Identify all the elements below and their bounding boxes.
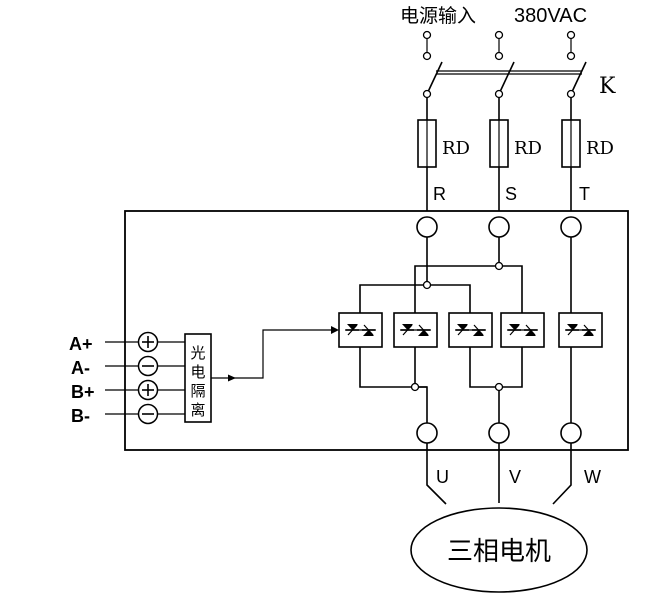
- fuse-r: [417, 119, 437, 168]
- thyristor-module-2: [393, 312, 438, 348]
- terminal-w: [560, 422, 582, 444]
- minus-terminal-icon: [137, 403, 159, 425]
- terminal-v: [488, 422, 510, 444]
- voltage-label: 380VAC: [514, 5, 587, 27]
- input-terminal-group: [422, 30, 576, 61]
- control-label-a-plus: A+: [69, 334, 93, 354]
- isolator-char-2: 电: [190, 363, 205, 381]
- control-label-b-plus: B+: [71, 382, 95, 402]
- phase-label-t: T: [579, 184, 590, 204]
- phase-label-r: R: [433, 184, 446, 204]
- plus-terminal-icon: [137, 331, 159, 353]
- fuse-s: [489, 119, 509, 168]
- thyristor-module-4: [500, 312, 545, 348]
- power-input-label: 电源输入: [400, 5, 476, 27]
- phase-label-w: W: [584, 467, 601, 487]
- motor-leads: [426, 443, 572, 505]
- control-label-a-minus: A-: [71, 358, 90, 378]
- optical-isolator-box: [184, 333, 212, 423]
- fuse-label-r: RD: [442, 138, 470, 159]
- motor-label: 三相电机: [447, 537, 551, 567]
- minus-terminal-icon: [137, 355, 159, 377]
- internal-wiring: [359, 237, 572, 423]
- breaker-label: K: [599, 74, 616, 99]
- motor-ellipse: [410, 507, 588, 593]
- thyristor-module-3: [448, 312, 493, 348]
- terminal-s: [488, 216, 510, 238]
- phase-label-v: V: [509, 467, 521, 487]
- breaker-switch: [422, 61, 587, 99]
- isolator-char-1: 光: [190, 344, 205, 362]
- terminal-r: [416, 216, 438, 238]
- isolator-char-3: 隔: [190, 382, 205, 400]
- isolator-char-4: 离: [190, 401, 205, 419]
- control-terminals: [105, 341, 185, 415]
- fuse-label-t: RD: [586, 138, 614, 159]
- plus-terminal-icon: [137, 379, 159, 401]
- phase-label-u: U: [436, 467, 449, 487]
- thyristor-module-5: [558, 312, 603, 348]
- control-label-b-minus: B-: [71, 406, 90, 426]
- terminal-t: [560, 216, 582, 238]
- control-signal-line: [211, 326, 339, 382]
- phase-label-s: S: [505, 184, 517, 204]
- fuse-label-s: RD: [514, 138, 542, 159]
- thyristor-module-1: [338, 312, 383, 348]
- fuse-t: [561, 119, 581, 168]
- terminal-u: [416, 422, 438, 444]
